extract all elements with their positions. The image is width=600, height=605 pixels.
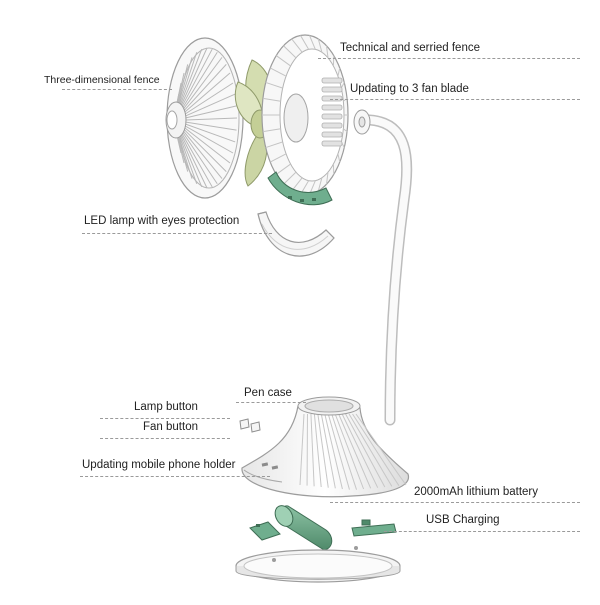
leader-technical-fence — [318, 58, 580, 59]
label-three-dimensional-fence: Three-dimensional fence — [44, 74, 160, 86]
label-pen-case: Pen case — [244, 387, 292, 399]
lithium-battery — [272, 502, 332, 550]
vent-slot — [322, 114, 342, 119]
label-led-lamp: LED lamp with eyes protection — [84, 215, 239, 227]
leader-three-dimensional-fence — [62, 89, 172, 90]
vent-slot — [322, 87, 342, 92]
base-shell — [242, 397, 409, 497]
label-lamp-button: Lamp button — [134, 401, 198, 413]
three-dimensional-fence — [166, 38, 243, 198]
vent-slot — [322, 123, 342, 128]
leader-usb-charging — [384, 531, 580, 532]
label-battery: 2000mAh lithium battery — [414, 486, 538, 498]
leader-fan-blade — [330, 99, 580, 100]
vent-slot — [322, 132, 342, 137]
bottom-cover — [236, 546, 400, 582]
technical-fence-housing — [262, 35, 348, 195]
label-fan-blade: Updating to 3 fan blade — [350, 83, 469, 95]
label-technical-fence: Technical and serried fence — [340, 42, 480, 54]
leader-pen-case — [236, 402, 306, 403]
leader-battery — [330, 502, 580, 503]
vent-slot — [322, 141, 342, 146]
label-fan-button: Fan button — [143, 421, 198, 433]
stem-connector — [354, 110, 370, 134]
leader-phone-holder — [80, 476, 270, 477]
charge-pcb-left — [250, 522, 280, 540]
vent-slot — [322, 105, 342, 110]
usb-charging-pcb — [352, 520, 396, 536]
leader-led-lamp — [82, 233, 272, 234]
gooseneck-stem-inner — [362, 120, 407, 420]
led-lamp-cover — [258, 212, 334, 256]
leader-fan-button — [100, 438, 230, 439]
label-phone-holder: Updating mobile phone holder — [82, 459, 235, 471]
leader-lamp-button — [100, 418, 230, 419]
button-caps — [240, 419, 260, 432]
label-usb-charging: USB Charging — [426, 514, 500, 526]
vent-slot — [322, 78, 342, 83]
